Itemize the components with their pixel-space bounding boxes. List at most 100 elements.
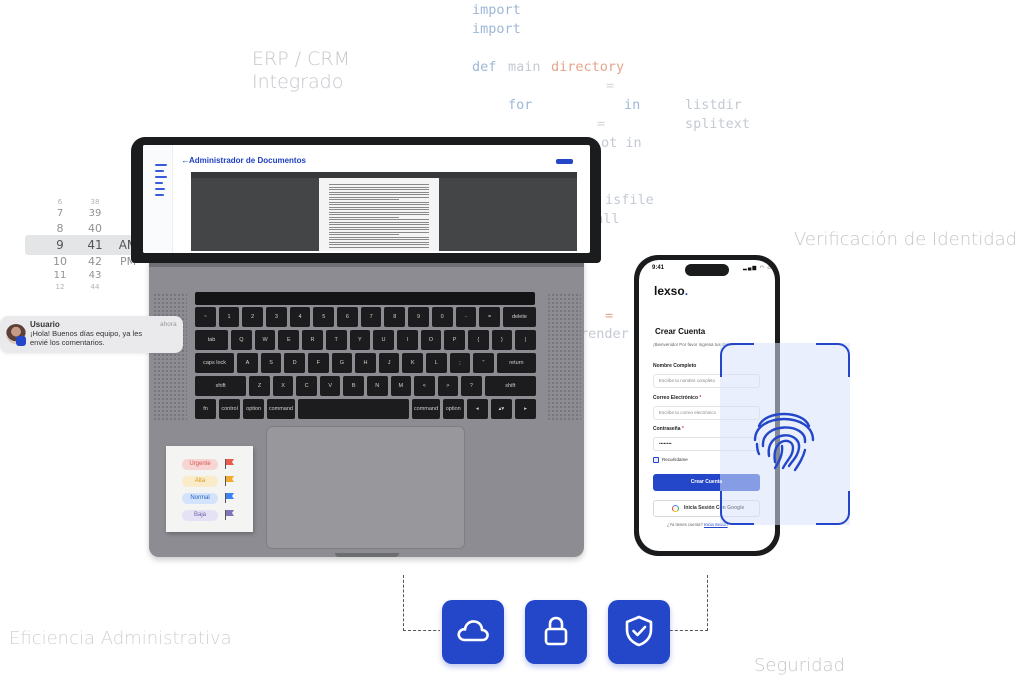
keyboard-key[interactable]: 4 <box>289 307 311 327</box>
keyboard-key[interactable]: H <box>355 353 376 373</box>
sidebar-item[interactable] <box>155 170 164 172</box>
keyboard-key[interactable]: 2 <box>242 307 264 327</box>
keyboard-key[interactable]: O <box>420 330 442 350</box>
cloud-tile[interactable] <box>442 600 504 664</box>
keyboard-key[interactable]: 8 <box>384 307 406 327</box>
priority-tag-urgente[interactable]: Urgente <box>182 459 218 470</box>
keyboard-key[interactable]: B <box>343 376 364 396</box>
keyboard-key[interactable]: F <box>307 353 329 373</box>
time-minute[interactable]: 39 <box>88 208 102 219</box>
keyboard-key[interactable]: command <box>412 399 440 419</box>
keyboard-key[interactable]: Y <box>349 330 371 350</box>
keyboard-key[interactable] <box>297 399 410 419</box>
keyboard-key[interactable]: E <box>278 330 300 350</box>
keyboard-key[interactable]: ; <box>449 353 471 373</box>
keyboard-key[interactable]: X <box>272 376 294 396</box>
screen-action-button[interactable] <box>556 159 573 164</box>
login-link[interactable]: Inicia Sesión <box>703 522 728 527</box>
keyboard-key[interactable]: = <box>479 307 500 327</box>
touch-bar[interactable] <box>195 292 535 305</box>
keyboard-key[interactable]: } <box>491 330 513 350</box>
time-minute[interactable]: 42 <box>88 255 102 268</box>
keyboard-key[interactable]: M <box>390 376 412 396</box>
keyboard-key[interactable]: Z <box>249 376 270 396</box>
time-hour[interactable]: 8 <box>56 222 64 235</box>
keyboard-key[interactable]: option <box>243 399 265 419</box>
keyboard-key[interactable]: shift <box>195 376 247 396</box>
keyboard-key[interactable]: C <box>296 376 317 396</box>
keyboard-key[interactable]: G <box>331 353 353 373</box>
trackpad[interactable] <box>266 426 465 549</box>
keyboard-key[interactable]: 6 <box>337 307 358 327</box>
keyboard-key[interactable]: S <box>260 353 282 373</box>
sidebar-item[interactable] <box>155 188 165 190</box>
back-arrow-icon[interactable]: ← <box>181 155 190 165</box>
keyboard-key[interactable]: ▸ <box>514 399 536 419</box>
keyboard-key[interactable]: > <box>437 376 459 396</box>
shield-tile[interactable] <box>608 600 670 664</box>
sidebar-item[interactable] <box>155 164 167 166</box>
keyboard-key[interactable]: ◂ <box>466 399 488 419</box>
keyboard-key[interactable]: | <box>515 330 536 350</box>
keyboard-key[interactable]: " <box>473 353 494 373</box>
keyboard-key[interactable]: < <box>414 376 435 396</box>
keyboard-key[interactable]: option <box>442 399 464 419</box>
keyboard-key[interactable]: L <box>426 353 447 373</box>
keyboard-key[interactable]: - <box>455 307 477 327</box>
time-minute[interactable]: 40 <box>88 222 102 235</box>
time-minute[interactable]: 38 <box>90 198 100 206</box>
keyboard-key[interactable]: 5 <box>313 307 335 327</box>
keyboard-key[interactable]: U <box>373 330 394 350</box>
keyboard-key[interactable]: I <box>396 330 418 350</box>
keyboard-key[interactable]: command <box>267 399 295 419</box>
keyboard-key[interactable]: P <box>444 330 465 350</box>
keyboard-key[interactable]: V <box>319 376 341 396</box>
time-hour[interactable]: 10 <box>53 255 67 268</box>
keyboard-key[interactable]: 1 <box>218 307 240 327</box>
time-minute[interactable]: 43 <box>88 270 102 281</box>
keyboard-key[interactable]: 3 <box>266 307 287 327</box>
keyboard-key[interactable]: W <box>254 330 276 350</box>
time-hour[interactable]: 7 <box>56 208 64 219</box>
time-hour[interactable]: 11 <box>53 270 67 281</box>
lock-tile[interactable] <box>525 600 587 664</box>
chat-notification[interactable]: Usuario ¡Hola! Buenos días equipo, ya le… <box>0 316 183 353</box>
priority-tag-alta[interactable]: Alta <box>182 476 218 487</box>
sidebar-item[interactable] <box>155 194 164 196</box>
sidebar-item[interactable] <box>155 182 163 184</box>
time-hour[interactable]: 6 <box>57 198 63 206</box>
code-directory: directory <box>551 59 625 75</box>
keyboard-key[interactable]: N <box>367 376 388 396</box>
keyboard-key[interactable]: J <box>378 353 400 373</box>
keyboard-key[interactable]: R <box>302 330 323 350</box>
keyboard-key[interactable]: Q <box>231 330 252 350</box>
remember-checkbox[interactable] <box>653 457 659 463</box>
priority-tag-baja[interactable]: Baja <box>182 510 218 521</box>
keyboard-key[interactable]: A <box>237 353 258 373</box>
keyboard-key[interactable]: ▴▾ <box>490 399 512 419</box>
keyboard-key[interactable]: shift <box>484 376 536 396</box>
keyboard-key[interactable]: ~ <box>195 307 216 327</box>
sidebar-item[interactable] <box>155 176 167 178</box>
time-minute[interactable]: 44 <box>90 283 100 291</box>
keyboard-key[interactable]: tab <box>195 330 229 350</box>
keyboard-key[interactable]: fn <box>195 399 217 419</box>
keyboard-key[interactable]: 0 <box>431 307 453 327</box>
keyboard-key[interactable]: T <box>325 330 347 350</box>
keyboard-key[interactable]: 7 <box>360 307 382 327</box>
keyboard-key[interactable]: D <box>284 353 305 373</box>
keyboard-key[interactable]: { <box>467 330 489 350</box>
keyboard-key[interactable]: K <box>402 353 423 373</box>
keyboard-key[interactable]: ? <box>461 376 482 396</box>
keyboard-key[interactable]: caps lock <box>195 353 235 373</box>
keyboard-key[interactable]: delete <box>502 307 536 327</box>
time-hour-selected[interactable]: 9 <box>56 238 64 252</box>
keyboard-key[interactable]: 9 <box>408 307 429 327</box>
dynamic-island <box>685 264 729 276</box>
priority-tag-normal[interactable]: Normal <box>182 493 218 504</box>
keyboard-key[interactable]: control <box>219 399 241 419</box>
keyboard-key[interactable]: return <box>496 353 536 373</box>
time-minute-selected[interactable]: 41 <box>87 238 103 252</box>
time-hour[interactable]: 12 <box>55 283 65 291</box>
